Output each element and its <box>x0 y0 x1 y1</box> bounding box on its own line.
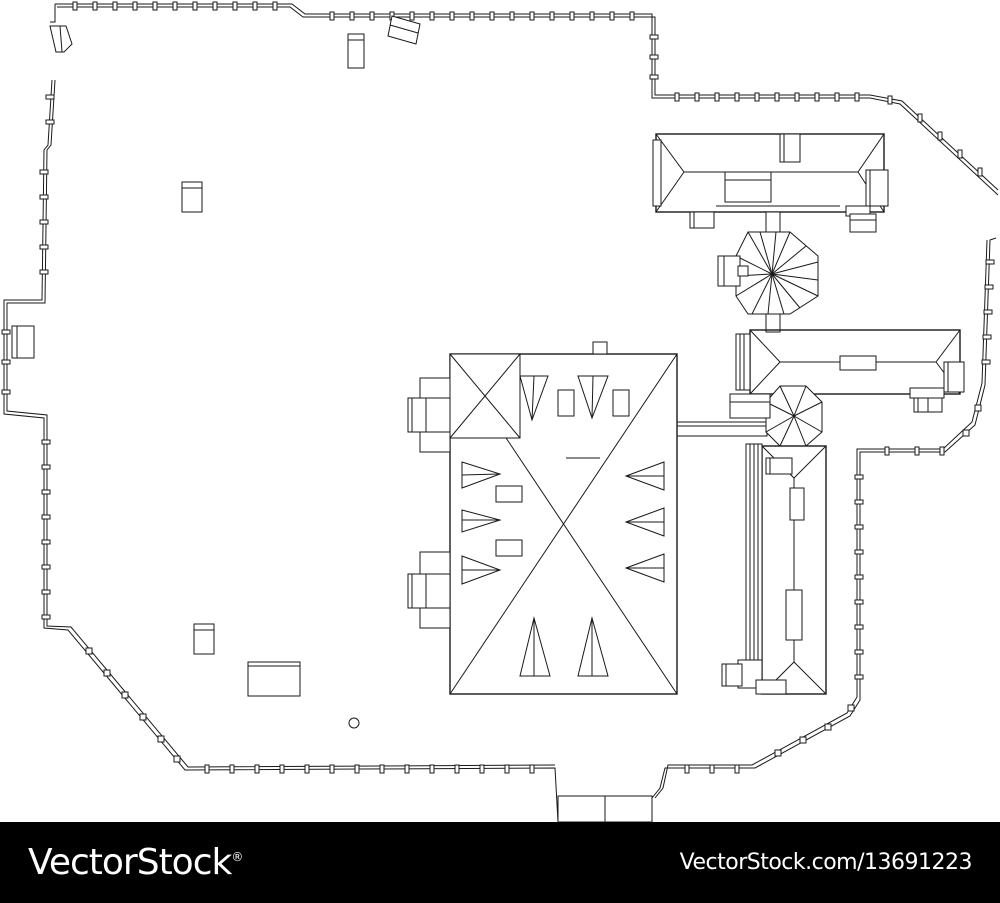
east-building <box>735 329 965 413</box>
main-building <box>407 341 678 695</box>
connector-walkway <box>676 421 768 437</box>
brand-name: VectorStock <box>28 842 232 883</box>
perimeter-fence <box>3 3 999 822</box>
yard-objects <box>11 15 421 729</box>
watermark-footer: VectorStock® VectorStock.com/13691223 <box>0 822 1000 903</box>
radial-tower <box>717 231 819 333</box>
brand-logo: VectorStock® <box>28 842 243 883</box>
main-gate <box>557 795 653 822</box>
fence-posts <box>1 1 995 774</box>
junction-tower <box>729 385 823 447</box>
southeast-building <box>721 443 827 695</box>
north-building <box>652 133 889 233</box>
image-id-text: VectorStock.com/13691223 <box>679 850 973 875</box>
registered-mark: ® <box>231 850 243 864</box>
site-plan-drawing <box>1 1 999 822</box>
